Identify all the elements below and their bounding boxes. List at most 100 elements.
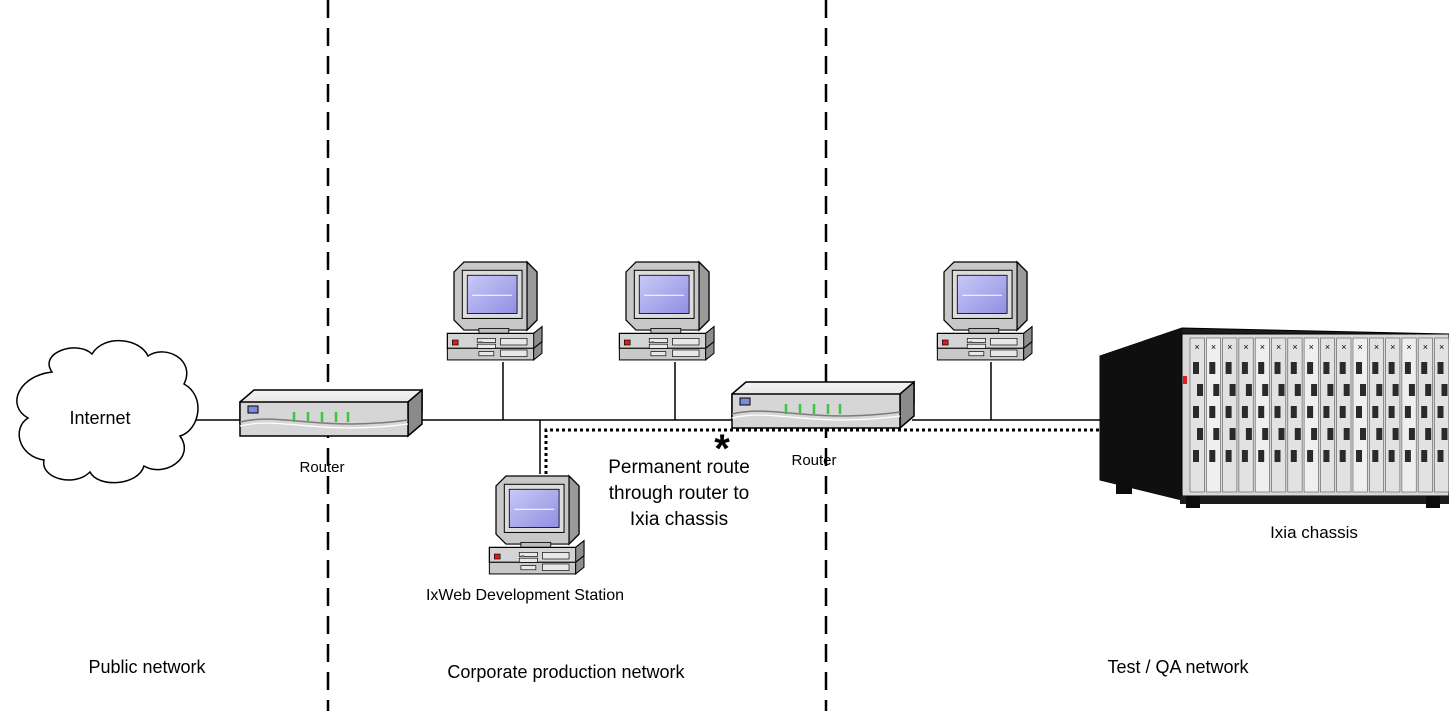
- chassis-port: [1425, 384, 1432, 396]
- router-right-label: Router: [791, 452, 836, 469]
- chassis-port: [1229, 384, 1236, 396]
- chassis-port: [1360, 384, 1366, 396]
- station-label: IxWeb Development Station: [426, 587, 624, 604]
- chassis-card-marker: ×: [1292, 342, 1297, 352]
- chassis-port: [1323, 406, 1330, 418]
- chassis-port: [1339, 450, 1346, 462]
- chassis-label: Ixia chassis: [1270, 523, 1358, 542]
- chassis-port: [1343, 384, 1350, 396]
- chassis-port: [1193, 450, 1199, 462]
- chassis-port: [1311, 384, 1318, 396]
- chassis-card-marker: ×: [1227, 342, 1232, 352]
- chassis-port: [1290, 450, 1297, 462]
- router-icon: [238, 388, 424, 438]
- chassis-port: [1372, 406, 1379, 418]
- chassis-port: [1323, 362, 1330, 374]
- chassis-port: [1294, 428, 1301, 440]
- chassis-port: [1343, 428, 1350, 440]
- chassis-card-marker: ×: [1276, 342, 1281, 352]
- chassis-port: [1392, 384, 1399, 396]
- chassis-port: [1404, 406, 1411, 418]
- chassis-port: [1408, 384, 1415, 396]
- chassis-port: [1193, 406, 1199, 418]
- chassis-card-marker: ×: [1423, 342, 1428, 352]
- chassis-port: [1311, 428, 1318, 440]
- chassis-port: [1197, 428, 1203, 440]
- chassis-port: [1388, 450, 1395, 462]
- computer-icon: [446, 261, 543, 361]
- chassis-port: [1356, 450, 1362, 462]
- chassis-port: [1241, 450, 1248, 462]
- chassis-card-marker: ×: [1195, 342, 1200, 352]
- chassis-port: [1356, 362, 1362, 374]
- chassis-port: [1376, 428, 1383, 440]
- chassis-port: [1421, 406, 1428, 418]
- chassis-port: [1225, 450, 1232, 462]
- chassis-card-marker: ×: [1374, 342, 1379, 352]
- chassis-port: [1225, 406, 1232, 418]
- route-marker: *: [714, 427, 730, 471]
- chassis-port: [1241, 406, 1248, 418]
- chassis-port: [1274, 406, 1281, 418]
- chassis-icon: ××××××××××××××××: [1099, 327, 1449, 508]
- chassis-port: [1209, 450, 1216, 462]
- chassis-port: [1408, 428, 1415, 440]
- zone-label-public: Public network: [88, 657, 206, 677]
- computer-icon: [936, 261, 1033, 361]
- router-icon: [730, 380, 916, 430]
- chassis-card-marker: ×: [1325, 342, 1330, 352]
- chassis-port: [1327, 428, 1334, 440]
- chassis-port: [1225, 362, 1232, 374]
- chassis-port: [1372, 450, 1379, 462]
- chassis-card-marker: ×: [1358, 342, 1363, 352]
- chassis-port: [1421, 450, 1428, 462]
- chassis-port: [1437, 406, 1444, 418]
- zone-label-corporate: Corporate production network: [447, 662, 685, 682]
- chassis-port: [1388, 406, 1395, 418]
- chassis-port: [1360, 428, 1366, 440]
- chassis-port: [1245, 384, 1252, 396]
- chassis-port: [1258, 362, 1265, 374]
- chassis-port: [1307, 406, 1314, 418]
- permanent-route-path: [544, 428, 1100, 474]
- chassis-port: [1294, 384, 1301, 396]
- chassis-port: [1274, 362, 1281, 374]
- route-note-line3: Ixia chassis: [630, 509, 728, 530]
- chassis-card-marker: ×: [1243, 342, 1248, 352]
- cloud-label: Internet: [69, 408, 130, 428]
- chassis-port: [1197, 384, 1203, 396]
- chassis-port: [1307, 450, 1314, 462]
- chassis-port: [1278, 384, 1285, 396]
- chassis-port: [1290, 362, 1297, 374]
- chassis-port: [1323, 450, 1330, 462]
- chassis-card-marker: ×: [1439, 342, 1444, 352]
- chassis-port: [1274, 450, 1281, 462]
- chassis-port: [1307, 362, 1314, 374]
- chassis-port: [1229, 428, 1236, 440]
- chassis-port: [1425, 428, 1432, 440]
- chassis-card-marker: ×: [1390, 342, 1395, 352]
- chassis-port: [1193, 362, 1199, 374]
- chassis-port: [1262, 384, 1269, 396]
- chassis-port: [1356, 406, 1362, 418]
- chassis-port: [1258, 450, 1265, 462]
- chassis-card-marker: ×: [1211, 342, 1216, 352]
- chassis-card-marker: ×: [1260, 342, 1265, 352]
- chassis-port: [1392, 428, 1399, 440]
- chassis-port: [1290, 406, 1297, 418]
- chassis-port: [1376, 384, 1383, 396]
- chassis-port: [1258, 406, 1265, 418]
- chassis-port: [1327, 384, 1334, 396]
- cloud-icon: [16, 339, 199, 484]
- chassis-port: [1209, 362, 1216, 374]
- chassis-port: [1372, 362, 1379, 374]
- chassis-card-marker: ×: [1406, 342, 1411, 352]
- chassis-card-marker: ×: [1309, 342, 1314, 352]
- chassis-port: [1278, 428, 1285, 440]
- chassis-port: [1441, 428, 1448, 440]
- computer-icon: [488, 475, 585, 575]
- chassis-port: [1339, 362, 1346, 374]
- chassis-port: [1437, 362, 1444, 374]
- chassis-port: [1241, 362, 1248, 374]
- router-left-label: Router: [299, 459, 344, 476]
